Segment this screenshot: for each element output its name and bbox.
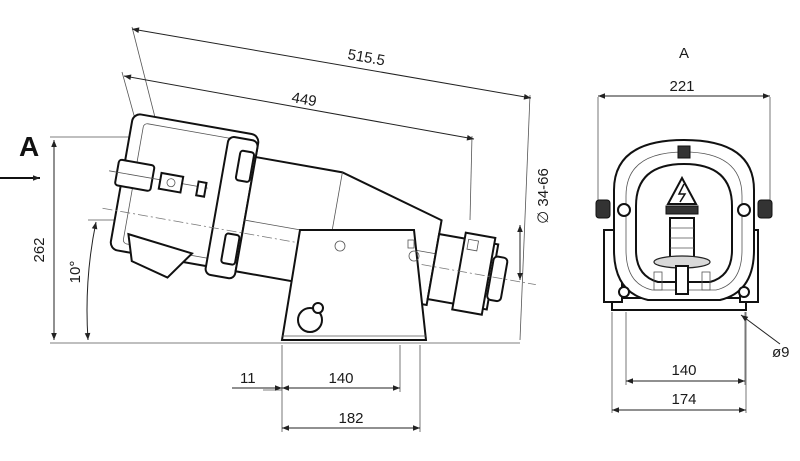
dim-width: 221 (669, 78, 694, 95)
luminaire-front-drawing (595, 138, 773, 311)
dim-body-length: 449 (290, 89, 318, 110)
warning-sign (666, 175, 698, 205)
front-view-title: A (679, 45, 689, 62)
left-knob (595, 199, 611, 219)
dim-tilt-angle: 10° (67, 261, 84, 284)
warning-label (665, 205, 699, 215)
dim-base-length: 182 (338, 410, 363, 427)
front-extension-lines (597, 97, 771, 413)
mounting-bracket (280, 229, 428, 341)
front-dimension-lines (598, 93, 781, 413)
side-view: 515.5 449 262 10° ∅ 34-66 11 140 182 (31, 26, 552, 432)
right-knob (757, 199, 773, 219)
dim-overall-length: 515.5 (346, 46, 386, 69)
tube-socket (486, 255, 509, 303)
bracket-pivot (297, 307, 323, 333)
dim-offset: 11 (240, 370, 256, 387)
view-direction-marker: A (0, 131, 40, 181)
dim-mount-width: 140 (328, 370, 353, 387)
view-direction-label: A (19, 131, 39, 162)
dim-base-width: 174 (671, 391, 696, 408)
clamp-nut (157, 171, 185, 194)
top-bolt (677, 145, 691, 159)
dim-height: 262 (31, 237, 48, 262)
high-voltage-icon (677, 183, 687, 203)
dim-tube-diameter: ∅ 34-66 (535, 168, 552, 224)
dim-hole-spacing: 140 (671, 362, 696, 379)
dim-hole-diameter: ø9 (772, 344, 790, 361)
dimension-lines (51, 27, 532, 431)
front-view: A 221 140 174 ø9 (595, 45, 790, 413)
